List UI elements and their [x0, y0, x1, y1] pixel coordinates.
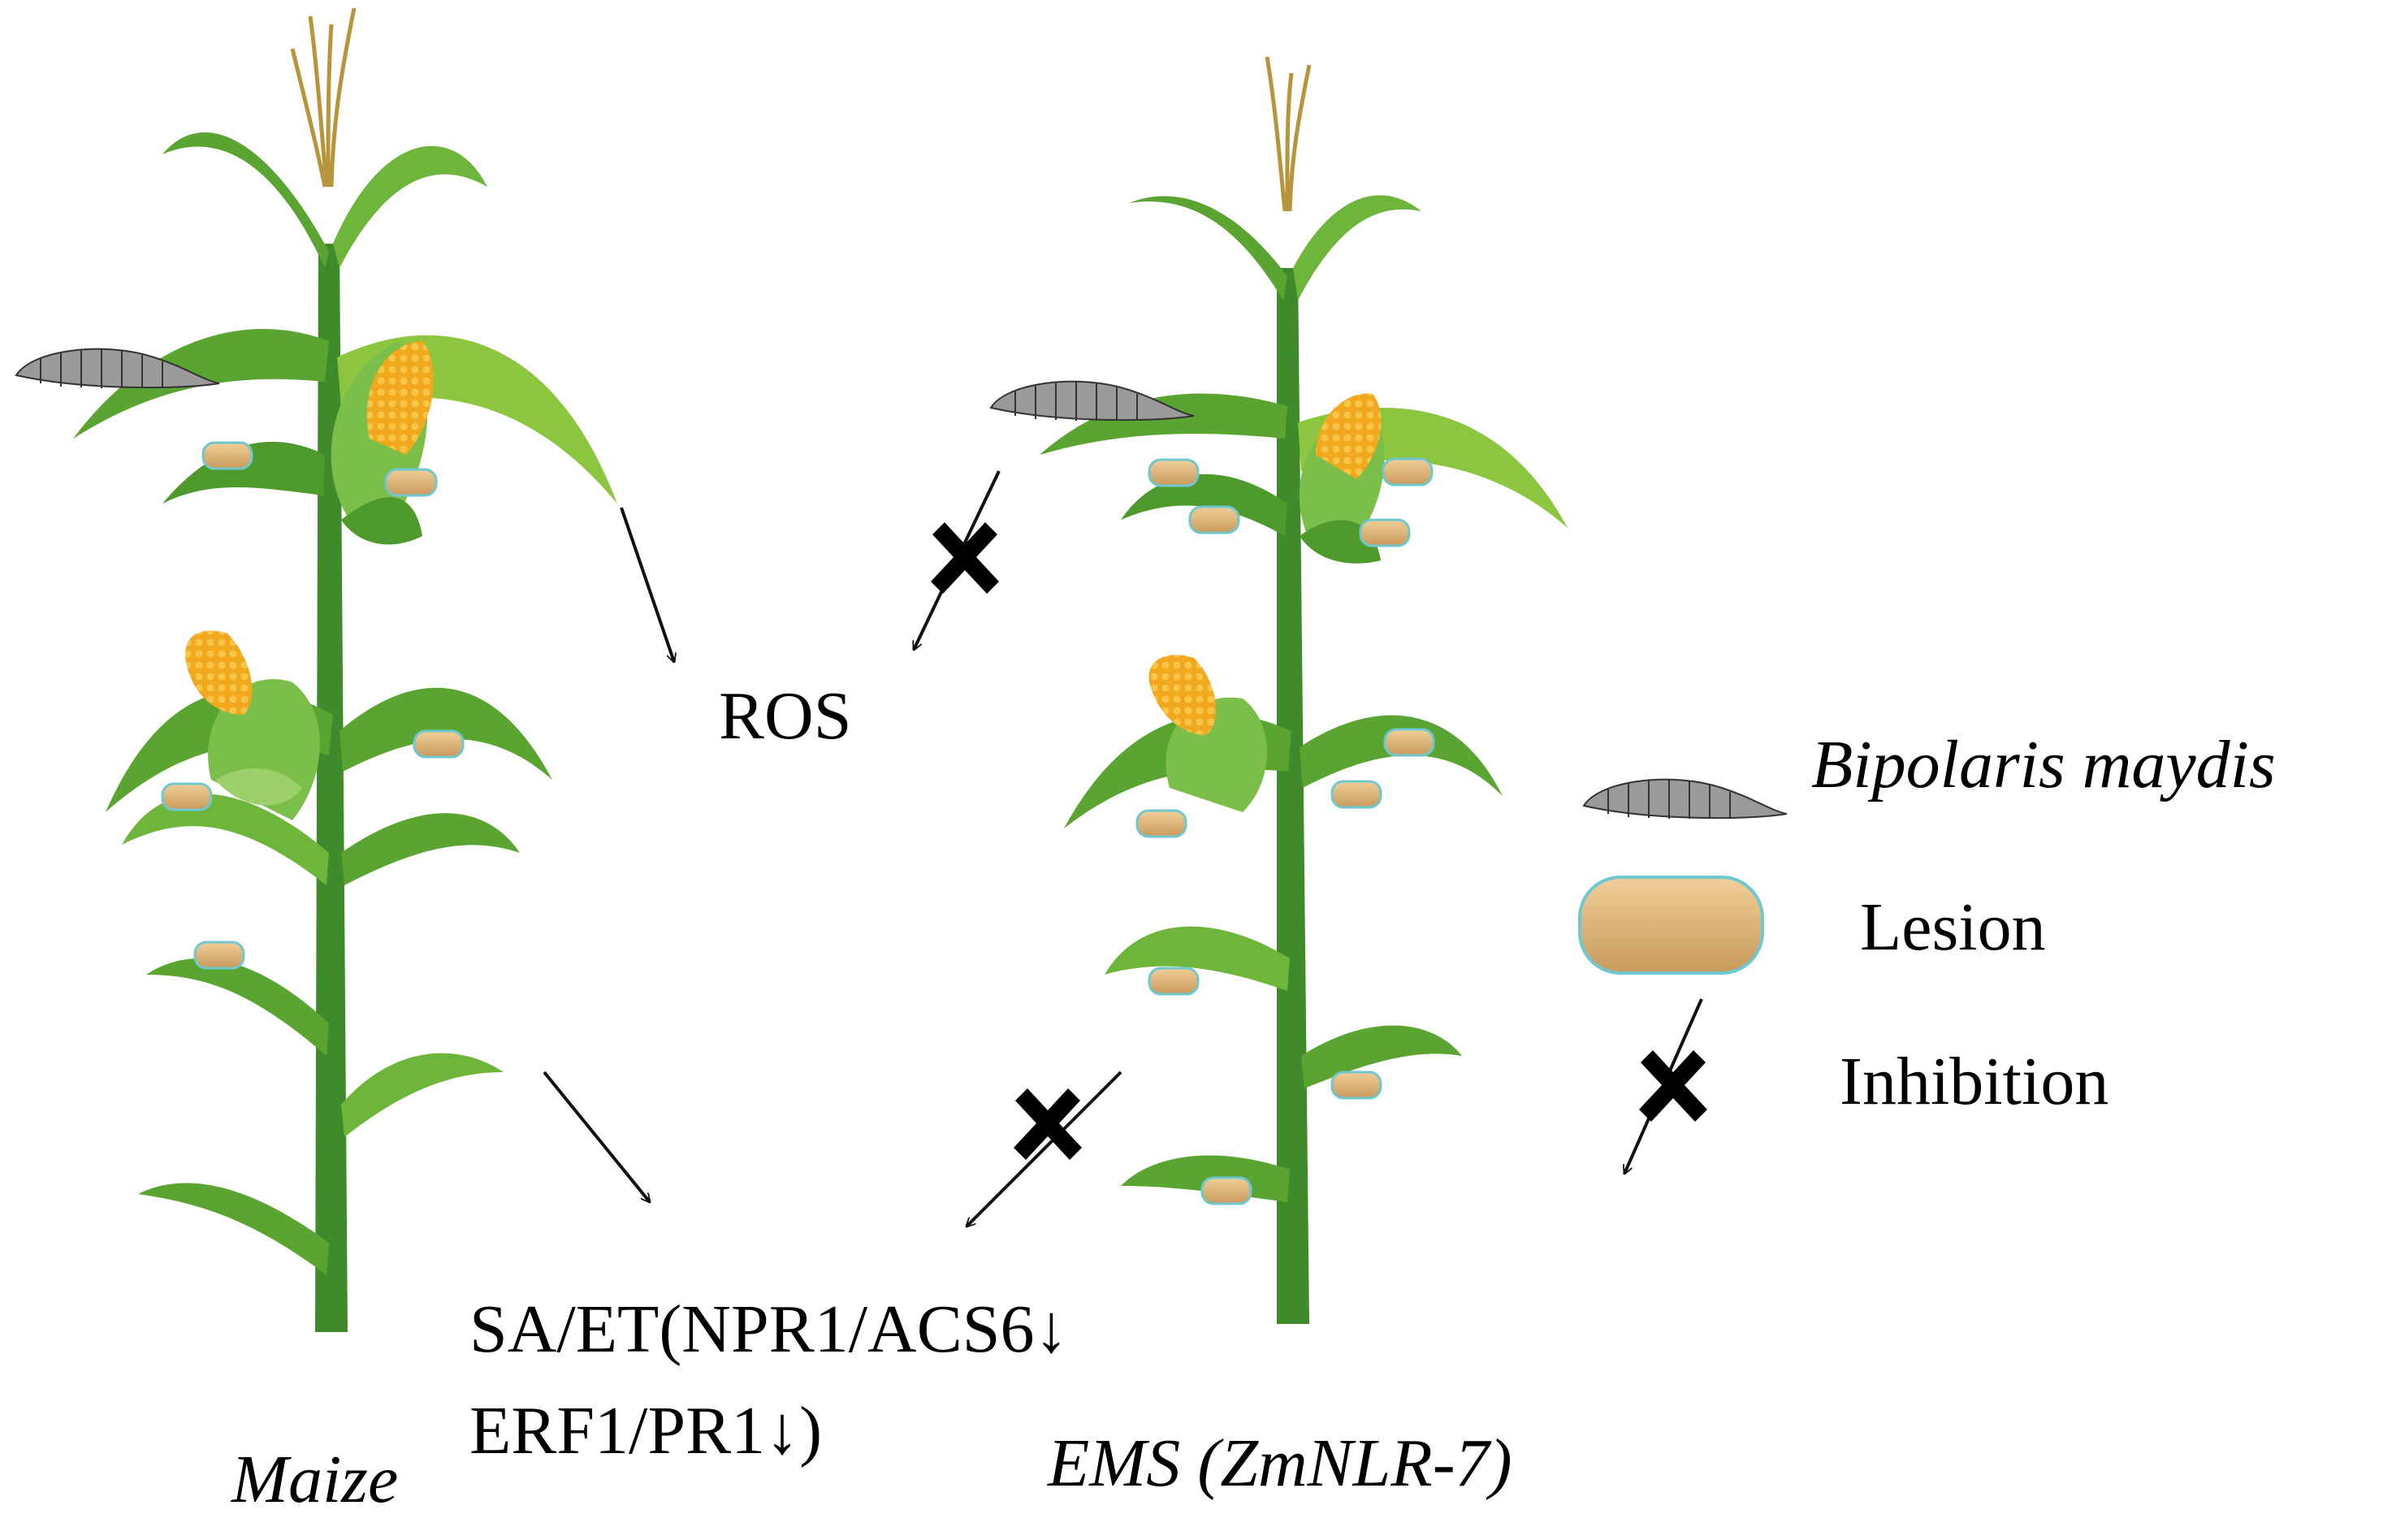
lesion-icon: [1330, 780, 1382, 809]
legend-inhibition-label: Inhibition: [1840, 1044, 2109, 1119]
tassel: [290, 7, 357, 188]
signaling-label-line1: SA/ET(NPR1/ACS6↓: [469, 1291, 1069, 1367]
legend-spore-icon: [1582, 778, 1788, 820]
lesion-icon: [1188, 505, 1240, 534]
lesion-icon: [1382, 457, 1434, 487]
arrows: [543, 470, 1703, 1226]
legend-lesion-icon: [1578, 876, 1764, 975]
maize-plant-label: Maize: [231, 1442, 399, 1517]
lesion-icon: [413, 729, 465, 759]
lesion-icon: [1330, 1071, 1382, 1100]
lesion-icon: [201, 441, 253, 470]
spore-icon: [989, 380, 1195, 422]
arrow-to-signaling-right: [967, 1071, 1122, 1226]
legend-lesion-label: Lesion: [1860, 889, 2046, 965]
lesion-icon: [193, 941, 245, 970]
legend-inhibition-cross-icon: [1639, 1050, 1707, 1122]
lesion-icon: [1200, 1176, 1252, 1205]
ros-label: ROS: [719, 678, 852, 754]
leaves: [73, 132, 617, 1275]
lesion-icon: [1148, 458, 1200, 487]
signaling-label-line2: ERF1/PR1↓): [469, 1393, 823, 1469]
arrow-to-signaling-left: [543, 1071, 650, 1202]
lesion-icon: [1383, 728, 1435, 757]
inhibition-cross-icon: [931, 522, 999, 594]
lesions: [161, 441, 1435, 1205]
ems-plant-illustration: [1040, 56, 1568, 1324]
arrow-to-ros-left: [620, 507, 674, 662]
lesion-icon: [161, 782, 213, 811]
spore-icon: [15, 348, 220, 389]
maize-plant-illustration: [73, 7, 617, 1332]
stalk: [315, 244, 348, 1332]
lesion-icon: [1359, 518, 1411, 547]
lesion-icon: [1135, 809, 1187, 838]
corn-cob: [1299, 393, 1385, 564]
legend-pathogen-label: Bipolaris maydis: [1811, 727, 2276, 802]
corn-cob: [1148, 655, 1267, 812]
inhibition-cross-icon: [1014, 1088, 1082, 1160]
ems-plant-label: EMS (ZmNLR-7): [1048, 1425, 1512, 1501]
lesion-icon: [384, 468, 438, 497]
tassel: [1265, 56, 1312, 212]
lesion-icon: [1148, 967, 1200, 996]
corn-cob: [185, 630, 320, 820]
